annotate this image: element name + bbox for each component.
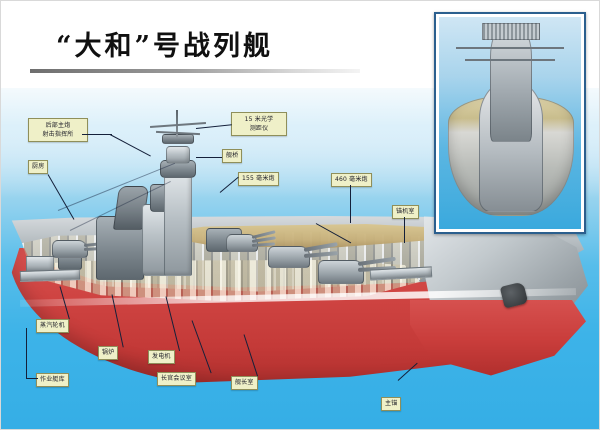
callout-boiler-label: 锅炉: [102, 349, 115, 356]
callout-bridge[interactable]: 舰桥: [222, 149, 243, 163]
leader-boat-bay-h: [26, 378, 38, 379]
callout-aft-fire-control-line2: 射击指挥所: [42, 131, 74, 138]
callout-officers-room[interactable]: 长官会议室: [157, 372, 197, 386]
callout-aft-fire-control-line1: 后部主炮: [45, 122, 71, 129]
callout-generator[interactable]: 发电机: [148, 350, 175, 364]
fire-control-top: [166, 146, 190, 164]
callout-main-gun-label: 460 毫米炮: [335, 176, 368, 183]
callout-aft-fire-control[interactable]: 后部主炮 射击指挥所: [28, 118, 88, 142]
callout-main-anchor[interactable]: 主锚: [381, 397, 402, 411]
callout-boiler[interactable]: 锅炉: [98, 346, 119, 360]
callout-steam-turbine[interactable]: 蒸汽轮机: [36, 319, 69, 333]
callout-steam-turbine-label: 蒸汽轮机: [40, 322, 65, 329]
callout-kitchen-label: 厨房: [32, 163, 45, 170]
callout-anchor-room-label: 锚机室: [396, 208, 415, 215]
main-turret-1: [318, 260, 364, 284]
leader-boat-bay-v: [26, 328, 27, 378]
callout-main-anchor-label: 主锚: [385, 400, 398, 407]
callout-kitchen[interactable]: 厨房: [28, 160, 49, 174]
inset-photo-frame[interactable]: [434, 12, 586, 234]
aft-main-turret: [52, 240, 88, 258]
callout-anchor-room[interactable]: 锚机室: [392, 205, 419, 219]
callout-main-gun[interactable]: 460 毫米炮: [331, 173, 372, 187]
title-divider: [30, 69, 360, 73]
callout-secondary-gun-label: 155 毫米炮: [242, 175, 275, 182]
inset-radar-platform: [481, 23, 541, 41]
bow-underwater: [410, 300, 586, 376]
leader-bridge: [196, 157, 222, 158]
callout-bridge-label: 舰桥: [226, 152, 239, 159]
callout-generator-label: 发电机: [152, 353, 171, 360]
leader-main-gun-v: [350, 185, 351, 223]
bridge-tower: [164, 170, 192, 276]
callout-rangefinder[interactable]: 15 米光学 测距仪: [231, 112, 287, 136]
callout-boat-bay-label: 作业艇库: [40, 376, 65, 383]
callout-rangefinder-line1: 15 米光学: [244, 116, 274, 123]
callout-officers-room-label: 长官会议室: [161, 375, 193, 382]
callout-boat-bay[interactable]: 作业艇库: [36, 373, 69, 387]
inset-yardarm-lower: [464, 59, 556, 62]
leader-aft-fire-control: [82, 134, 112, 135]
inset-yardarm-upper: [456, 46, 564, 49]
leader-anchor-room: [404, 217, 405, 243]
page-title: “大和”号战列舰: [56, 31, 274, 62]
rangefinder-housing: [162, 134, 194, 144]
callout-rangefinder-line2: 测距仪: [249, 125, 269, 132]
callout-secondary-gun[interactable]: 155 毫米炮: [238, 172, 279, 186]
callout-captain-cabin[interactable]: 舰长室: [231, 376, 258, 390]
inset-photo: [439, 17, 581, 229]
aft-catapult-deck: [19, 268, 81, 283]
callout-captain-cabin-label: 舰长室: [235, 379, 254, 386]
